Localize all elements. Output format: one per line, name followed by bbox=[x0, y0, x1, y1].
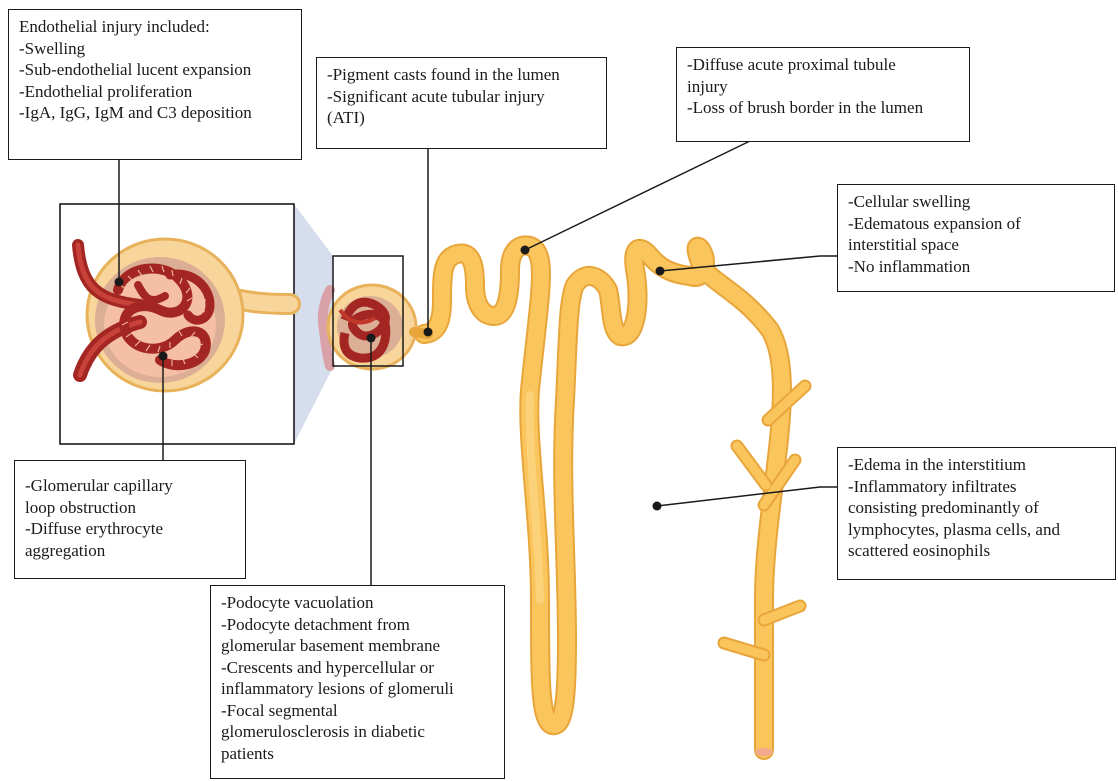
box-line: injury bbox=[687, 76, 959, 98]
box-line: -Podocyte vacuolation bbox=[221, 592, 494, 614]
edema-interstitium-box: -Edema in the interstitium -Inflammatory… bbox=[837, 447, 1116, 580]
box-line: glomerular basement membrane bbox=[221, 635, 494, 657]
box-line: -Crescents and hypercellular or bbox=[221, 657, 494, 679]
glomerular-obstruction-box: -Glomerular capillary loop obstruction -… bbox=[14, 460, 246, 579]
box-line: -Focal segmental bbox=[221, 700, 494, 722]
box-line: -Pigment casts found in the lumen bbox=[327, 64, 596, 86]
cellular-swelling-box: -Cellular swelling -Edematous expansion … bbox=[837, 184, 1115, 292]
podocyte-box: -Podocyte vacuolation -Podocyte detachme… bbox=[210, 585, 505, 779]
box-line: -Edema in the interstitium bbox=[848, 454, 1105, 476]
box-line: -Swelling bbox=[19, 38, 291, 60]
box-line: -Cellular swelling bbox=[848, 191, 1104, 213]
box-line: -Sub-endothelial lucent expansion bbox=[19, 59, 291, 81]
box-line: patients bbox=[221, 743, 494, 765]
box-line: scattered eosinophils bbox=[848, 540, 1105, 562]
box-line: -Loss of brush border in the lumen bbox=[687, 97, 959, 119]
box-line: consisting predominantly of bbox=[848, 497, 1105, 519]
endothelial-injury-box: Endothelial injury included: -Swelling -… bbox=[8, 9, 302, 160]
box-line: lymphocytes, plasma cells, and bbox=[848, 519, 1105, 541]
box-line: -Endothelial proliferation bbox=[19, 81, 291, 103]
box-line: -No inflammation bbox=[848, 256, 1104, 278]
box-line: -Podocyte detachment from bbox=[221, 614, 494, 636]
box-line: glomerulosclerosis in diabetic bbox=[221, 721, 494, 743]
box-line: Endothelial injury included: bbox=[19, 16, 291, 38]
box-line: -Diffuse erythrocyte bbox=[25, 518, 235, 540]
glomerulus-zoom bbox=[60, 204, 294, 444]
box-line: -Edematous expansion of bbox=[848, 213, 1104, 235]
box-line: -Inflammatory infiltrates bbox=[848, 476, 1105, 498]
box-line: -Diffuse acute proximal tubule bbox=[687, 54, 959, 76]
box-line: loop obstruction bbox=[25, 497, 235, 519]
pigment-casts-box: -Pigment casts found in the lumen -Signi… bbox=[316, 57, 607, 149]
box-line: inflammatory lesions of glomeruli bbox=[221, 678, 494, 700]
box-line: -IgA, IgG, IgM and C3 deposition bbox=[19, 102, 291, 124]
box-line: -Glomerular capillary bbox=[25, 475, 235, 497]
small-glomerulus bbox=[323, 256, 428, 369]
box-line: interstitial space bbox=[848, 234, 1104, 256]
box-line: aggregation bbox=[25, 540, 235, 562]
proximal-tubule-box: -Diffuse acute proximal tubule injury -L… bbox=[676, 47, 970, 142]
box-line: (ATI) bbox=[327, 107, 596, 129]
box-line: -Significant acute tubular injury bbox=[327, 86, 596, 108]
